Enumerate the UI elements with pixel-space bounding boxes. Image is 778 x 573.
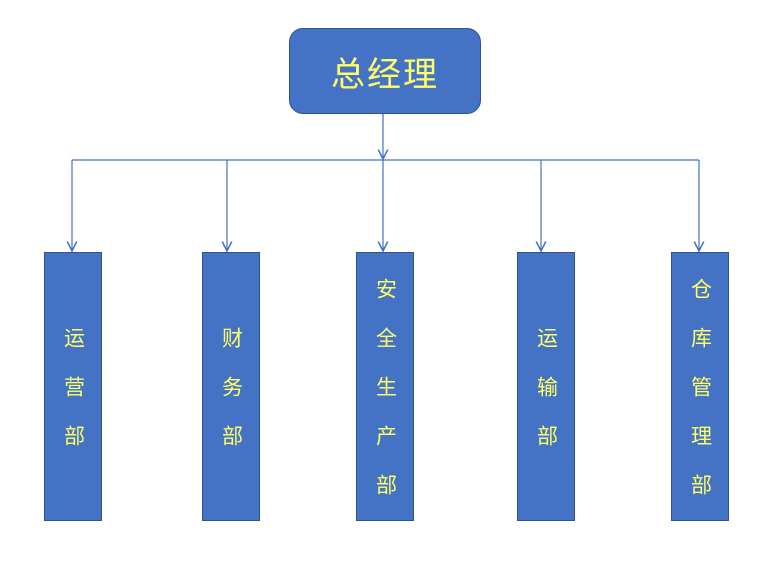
dept-box-finance: 财务部	[202, 252, 260, 521]
dept-box-operations: 运营部	[44, 252, 102, 521]
dept-box-warehouse: 仓库管理部	[671, 252, 729, 523]
dept-label-warehouse: 仓库管理部	[688, 278, 713, 523]
dept-label-finance: 财务部	[219, 327, 244, 474]
dept-box-transportation: 运输部	[517, 252, 575, 521]
dept-label-operations: 运营部	[61, 327, 86, 474]
general-manager-box: 总经理	[289, 28, 481, 114]
dept-label-safety-production: 安全生产部	[373, 278, 398, 523]
dept-box-safety-production: 安全生产部	[356, 252, 414, 523]
dept-label-transportation: 运输部	[534, 327, 559, 474]
general-manager-label: 总经理	[331, 54, 439, 95]
